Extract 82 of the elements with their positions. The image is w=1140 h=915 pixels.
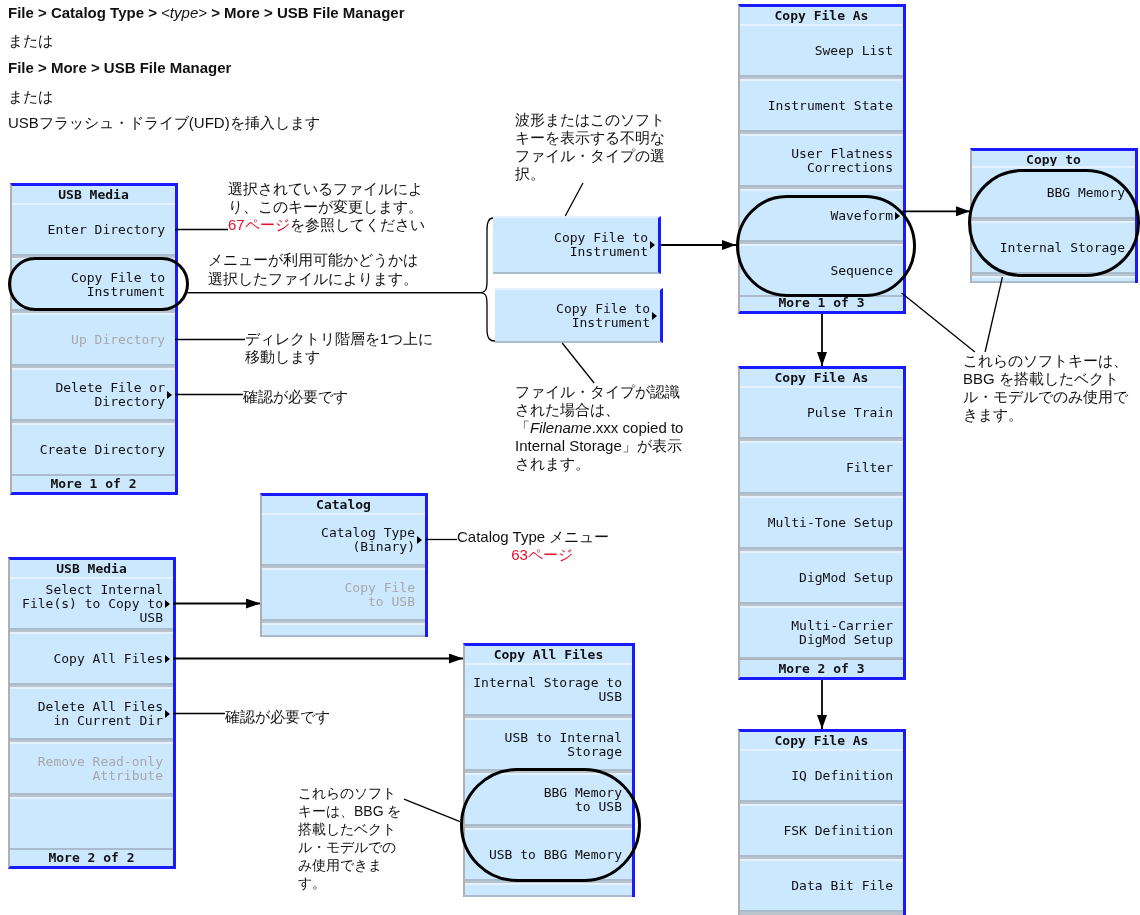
softkey: Internal Storage to USB (465, 663, 632, 716)
arrow (172, 653, 464, 664)
softkey: Catalog Type (Binary) (262, 513, 425, 566)
annotation-text: 確認が必要です (225, 708, 355, 726)
leader-line (403, 798, 461, 823)
leader-line (174, 228, 229, 231)
note-text: または (8, 87, 53, 106)
softkey: Sequence (740, 244, 903, 297)
menu-title: Copy File As (740, 369, 903, 387)
note-text: USBフラッシュ・ドライブ(UFD)を挿入します (8, 113, 320, 132)
menu-title: Copy File As (740, 7, 903, 25)
menu-path-text: File > More > USB File Manager (8, 58, 232, 77)
leader-line (174, 338, 246, 341)
annotation-text: を参照してください (289, 216, 425, 233)
softkey (465, 883, 632, 897)
annotation-text: 選択されているファイルにより、このキーが変更します。 (228, 180, 423, 215)
softkey: BBG Memory (972, 166, 1135, 219)
softkey: Multi-Carrier DigMod Setup (740, 606, 903, 659)
softkey: Sweep List (740, 24, 903, 77)
arrow (817, 313, 827, 367)
annotation-text: ディレクトリ階層を1つ上に移動します (245, 330, 442, 366)
softkey: BBG Memory to USB (465, 773, 632, 826)
softkey: Internal Storage (972, 221, 1135, 274)
page-link: 63ページ (511, 546, 573, 563)
page-link: 67ページ (228, 216, 290, 233)
softkey: Waveform (740, 189, 903, 242)
annotation-text: Catalog Type メニュー (457, 528, 610, 545)
menu-panel (738, 366, 906, 680)
leader-line (564, 182, 584, 217)
softkey (262, 623, 425, 637)
softkey: Copy File to USB (262, 568, 425, 621)
softkey: Remove Read-only Attribute (10, 742, 173, 795)
leader-line (900, 292, 976, 353)
softkey: Pulse Train (740, 386, 903, 439)
annotation-text: これらのソフトキーは、BBG を搭載したベクトル・モデルでのみ使用できます。 (298, 784, 404, 892)
annotation-text: 確認が必要です (243, 388, 373, 406)
annotation-text: これらのソフトキーは、BBG を搭載したベクトル・モデルでのみ使用できます。 (963, 352, 1133, 424)
menu-title: Copy File As (740, 732, 903, 750)
softkey (10, 797, 173, 850)
softkey: User Flatness Corrections (740, 134, 903, 187)
softkey: USB to BBG Memory (465, 828, 632, 881)
arrow (172, 598, 261, 609)
softkey: Copy File to Instrument (495, 288, 663, 343)
softkey: Select Internal File(s) to Copy to USB (10, 577, 173, 630)
softkey: Copy All Files (10, 632, 173, 685)
arrow (901, 206, 971, 217)
softkey: Delete File or Directory (12, 368, 175, 421)
menu-panel (8, 557, 176, 869)
menu-panel (738, 729, 906, 915)
softkey: IQ Definition (740, 749, 903, 802)
softkey (972, 276, 1135, 283)
arrow (817, 679, 827, 730)
softkey: Filter (740, 441, 903, 494)
leader-line (561, 342, 595, 384)
menu-title: USB Media (10, 560, 173, 578)
annotation-text: 波形またはこのソフトキーを表示する不明なファイル・タイプの選択。 (515, 111, 673, 183)
softkey: Delete All Files in Current Dir (10, 687, 173, 740)
annotation-text: ファイル・タイプが認識された場合は、「Filename.xxx copied to Internal Storage」が表示されます。 (515, 383, 687, 473)
softkey: USB to Internal Storage (465, 718, 632, 771)
softkey: Create Directory (12, 423, 175, 476)
softkey: Enter Directory (12, 203, 175, 256)
brace-connector (186, 292, 496, 342)
page-indicator: More 2 of 3 (740, 659, 903, 677)
menu-panel (260, 493, 428, 637)
arrow (660, 240, 737, 250)
menu-title: Catalog (262, 496, 425, 514)
note-text: または (8, 31, 53, 50)
softkey: Copy File to Instrument (493, 216, 661, 274)
leader-line (424, 538, 458, 541)
menu-title: Copy All Files (465, 646, 632, 664)
menu-title: USB Media (12, 186, 175, 204)
softkey: Data Bit File (740, 859, 903, 912)
softkey: FSK Definition (740, 804, 903, 857)
softkey: DigMod Setup (740, 551, 903, 604)
softkey: Up Directory (12, 313, 175, 366)
menu-path-text: File > Catalog Type > <type> > More > USB File Manager (8, 3, 405, 22)
menu-panel (970, 148, 1138, 283)
softkey: Instrument State (740, 79, 903, 132)
softkey: Multi-Tone Setup (740, 496, 903, 549)
leader-line (174, 393, 244, 396)
leader-line (172, 712, 226, 715)
leader-line (984, 276, 1004, 353)
